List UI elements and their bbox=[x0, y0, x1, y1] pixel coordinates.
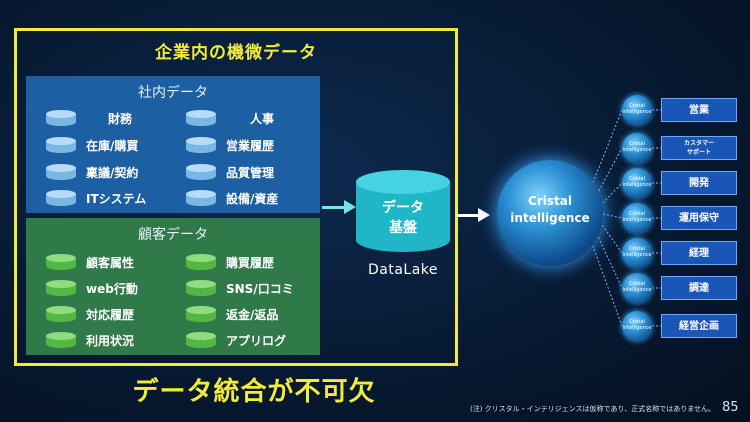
database-icon bbox=[46, 137, 76, 153]
customer-data-panel: 顧客データ bbox=[26, 218, 320, 355]
lake-line2: 基盤 bbox=[389, 220, 417, 236]
dept-sales: 営業 bbox=[661, 98, 737, 122]
footnote: (注) クリスタル・インテリジェンスは仮称であり、正式名称ではありません。 bbox=[470, 405, 715, 413]
internal-item: 品質管理 bbox=[186, 162, 274, 182]
frame-title: 企業内の機微データ bbox=[155, 43, 317, 63]
customer-item: 利用状況 bbox=[46, 330, 134, 350]
arrow-to-intelligence bbox=[456, 214, 480, 217]
customer-item: web行動 bbox=[46, 278, 138, 298]
customer-item: SNS/口コミ bbox=[186, 278, 294, 298]
database-icon bbox=[46, 306, 76, 322]
customer-item: 顧客属性 bbox=[46, 252, 134, 272]
database-icon bbox=[46, 254, 76, 270]
dept-corporate-planning: 経営企画 bbox=[661, 314, 737, 338]
database-icon bbox=[46, 190, 76, 206]
database-icon bbox=[46, 280, 76, 296]
page-number: 85 bbox=[722, 400, 739, 415]
dept-development: 開発 bbox=[661, 171, 737, 195]
database-icon bbox=[186, 137, 216, 153]
database-icon bbox=[186, 280, 216, 296]
arrow-head-icon bbox=[344, 200, 356, 214]
internal-item: 財務 bbox=[46, 108, 132, 128]
database-icon bbox=[186, 306, 216, 322]
customer-item: 購買履歴 bbox=[186, 252, 274, 272]
cristal-globe-icon bbox=[497, 160, 603, 266]
arrow-head-icon bbox=[478, 208, 490, 222]
internal-item: ITシステム bbox=[46, 188, 146, 208]
internal-panel-title: 社内データ bbox=[138, 85, 208, 101]
internal-item: 営業履歴 bbox=[186, 135, 274, 155]
internal-item: 設備/資産 bbox=[186, 188, 278, 208]
database-icon bbox=[186, 332, 216, 348]
internal-item: 稟議/契約 bbox=[46, 162, 138, 182]
sensitive-data-frame bbox=[14, 28, 458, 366]
customer-item: アプリログ bbox=[186, 330, 286, 350]
datalake-cylinder: データ基盤 bbox=[356, 170, 450, 256]
internal-item: 人事 bbox=[186, 108, 274, 128]
database-icon bbox=[46, 332, 76, 348]
lake-line1: データ bbox=[382, 200, 424, 216]
database-icon bbox=[46, 110, 76, 126]
dept-operations: 運用保守 bbox=[661, 206, 737, 230]
arrow-to-datalake bbox=[322, 206, 346, 209]
internal-item: 在庫/購買 bbox=[46, 135, 138, 155]
footer-headline: データ統合が不可欠 bbox=[132, 377, 376, 407]
database-icon bbox=[186, 164, 216, 180]
dept-accounting: 経理 bbox=[661, 241, 737, 265]
database-icon bbox=[186, 254, 216, 270]
database-icon bbox=[186, 110, 216, 126]
customer-item: 対応履歴 bbox=[46, 304, 134, 324]
customer-item: 返金/返品 bbox=[186, 304, 278, 324]
datalake-label: DataLake bbox=[367, 262, 439, 278]
database-icon bbox=[46, 164, 76, 180]
dept-procurement: 調達 bbox=[661, 276, 737, 300]
customer-panel-title: 顧客データ bbox=[138, 227, 208, 243]
dept-customer-support: カスタマー サポート bbox=[661, 136, 737, 160]
database-icon bbox=[186, 190, 216, 206]
